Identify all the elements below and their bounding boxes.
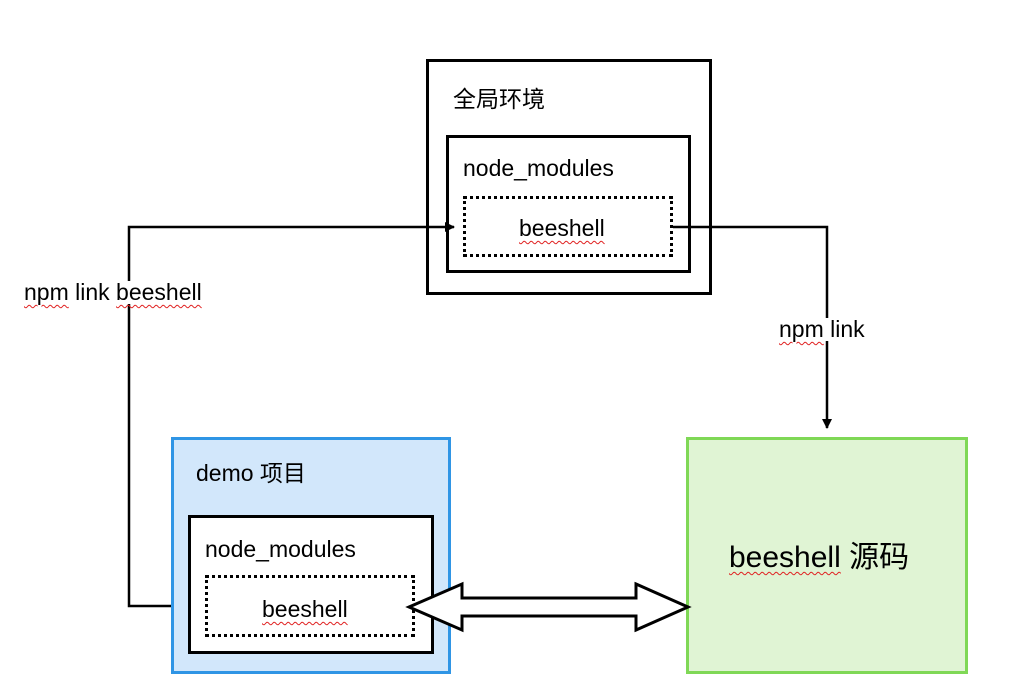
global-beeshell-label: beeshell [519,215,605,241]
npm-link-beeshell-connector [127,222,455,608]
demo-beeshell-label: beeshell [262,596,348,622]
demo-beeshell-package-box: beeshell [205,575,415,637]
beeshell-source-suffix: 源码 [840,541,910,574]
global-node-modules-label: node_modules [463,155,614,181]
npm-link-connector [673,225,832,429]
beeshell-source-label: beeshell 源码 [729,543,909,573]
beeshell-source-box: beeshell 源码 [686,437,968,674]
beeshell-source-word: beeshell [729,541,841,574]
npm-link-label-link: link [823,316,865,342]
npm-link-beeshell-label: npm link beeshell [22,281,204,304]
npm-link-beeshell-label-link: link [68,279,117,305]
npm-link-label-npm: npm [779,316,824,342]
global-environment-title: 全局环境 [453,86,545,112]
global-node-modules-box: node_modules [446,135,691,273]
demo-project-title: demo 项目 [196,460,306,486]
demo-node-modules-label: node_modules [205,536,356,562]
npm-link-label: npm link [777,318,867,341]
npm-link-beeshell-label-npm: npm [24,279,69,305]
global-beeshell-package-box: beeshell [463,196,673,257]
bidirectional-arrow-icon [405,581,692,633]
global-environment-box: 全局环境 [426,59,712,295]
npm-link-beeshell-label-pkg: beeshell [116,279,202,305]
